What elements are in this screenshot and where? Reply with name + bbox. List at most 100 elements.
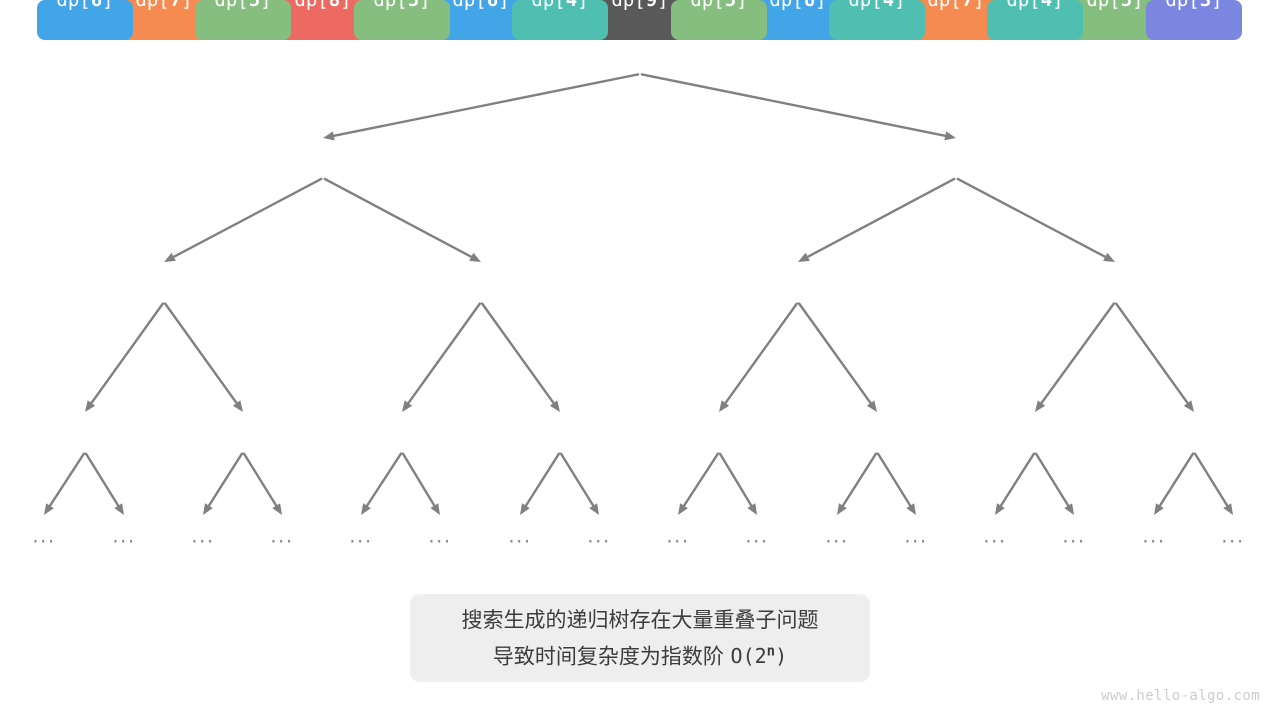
tree-node-box: [671, 0, 767, 40]
tree-node-label: dp[5]: [373, 0, 430, 11]
tree-edge: [163, 302, 243, 412]
tree-node-box: [829, 0, 925, 40]
tree-node-label: dp[7]: [135, 0, 192, 11]
tree-edge: [797, 302, 877, 412]
ellipsis-marker: ...: [825, 524, 849, 548]
tree-node[interactable]: dp[4]: [512, 0, 608, 40]
tree-node[interactable]: dp[4]: [829, 0, 925, 40]
tree-node-label: dp[3]: [1165, 0, 1222, 11]
tree-edge: [323, 73, 640, 141]
tree-node-label: dp[5]: [690, 0, 747, 11]
tree-node[interactable]: dp[6]: [37, 0, 133, 40]
tree-node-box: [908, 0, 1004, 40]
tree-edge: [1035, 302, 1116, 412]
leaf-edge: [995, 452, 1036, 515]
ellipsis-marker: ...: [666, 524, 690, 548]
tree-edge: [164, 177, 323, 262]
formula-base: O(2: [730, 644, 767, 669]
caption-line-2: 导致时间复杂度为指数阶 O(2n): [493, 636, 787, 673]
tree-node-label: dp[5]: [214, 0, 271, 11]
tree-node[interactable]: dp[6]: [750, 0, 846, 40]
node-layer: dp[9] dp[8] dp[7] dp[7] dp[6] dp[6] dp[5] dp[6]…: [37, 0, 1242, 40]
tree-node-box: [275, 0, 371, 40]
ellipsis-marker: ...: [508, 524, 532, 548]
leaf-edge: [84, 452, 124, 515]
tree-node[interactable]: dp[5]: [195, 0, 291, 40]
tree-node-label: dp[6]: [769, 0, 826, 11]
leaf-edge: [1193, 452, 1233, 515]
tree-node[interactable]: dp[5]: [671, 0, 767, 40]
leaf-edge: [44, 452, 86, 515]
ellipsis-marker: ...: [32, 524, 56, 548]
tree-node-box: [987, 0, 1083, 40]
tree-node-box: [37, 0, 133, 40]
tree-node[interactable]: dp[5]: [354, 0, 450, 40]
ellipsis-marker: ...: [191, 524, 215, 548]
leaf-edge: [559, 452, 599, 515]
ellipsis-marker: ...: [349, 524, 373, 548]
tree-node-label: dp[6]: [452, 0, 509, 11]
ellipsis-marker: ...: [1142, 524, 1166, 548]
tree-node-label: dp[4]: [1006, 0, 1063, 11]
tree-node[interactable]: dp[3]: [1146, 0, 1242, 40]
ellipsis-marker: ...: [904, 524, 928, 548]
tree-node[interactable]: dp[9]: [592, 0, 688, 40]
tree-edge: [402, 302, 482, 412]
caption-line-1: 搜索生成的递归树存在大量重叠子问题: [461, 607, 819, 632]
tree-node-box: [512, 0, 608, 40]
tree-node-label: dp[8]: [294, 0, 351, 11]
ellipsis-marker: ...: [983, 524, 1007, 548]
tree-edge: [956, 177, 1115, 262]
ellipsis-layer: ........................................…: [32, 524, 1245, 548]
tree-node[interactable]: dp[4]: [987, 0, 1083, 40]
tree-node-label: dp[5]: [1086, 0, 1143, 11]
tree-edge: [719, 302, 799, 412]
tree-edge: [323, 177, 481, 262]
ellipsis-marker: ...: [112, 524, 136, 548]
leaf-edge: [242, 452, 282, 515]
leaf-edge: [678, 452, 720, 515]
leaf-edge: [520, 452, 561, 515]
ellipsis-marker: ...: [428, 524, 452, 548]
tree-node-box: [1067, 0, 1163, 40]
formula-close: ): [775, 644, 788, 669]
tree-node-box: [592, 0, 688, 40]
complexity-formula: O(2n): [730, 643, 788, 669]
tree-node-label: dp[9]: [611, 0, 668, 11]
tree-node-box: [116, 0, 212, 40]
ellipsis-marker: ...: [587, 524, 611, 548]
tree-edge: [798, 177, 956, 262]
ellipsis-marker: ...: [270, 524, 294, 548]
leaf-edge: [361, 452, 403, 515]
tree-node-label: dp[4]: [531, 0, 588, 11]
tree-node-label: dp[6]: [56, 0, 113, 11]
tree-edge: [640, 73, 956, 141]
tree-node[interactable]: dp[8]: [275, 0, 371, 40]
tree-node-box: [1146, 0, 1242, 40]
caption-line-2-text: 导致时间复杂度为指数阶: [492, 644, 731, 669]
ellipsis-marker: ...: [1221, 524, 1245, 548]
caption-box: 搜索生成的递归树存在大量重叠子问题 导致时间复杂度为指数阶 O(2n): [410, 594, 870, 682]
ellipsis-marker: ...: [1062, 524, 1086, 548]
site-watermark: www.hello-algo.com: [1101, 688, 1260, 704]
tree-edge: [85, 302, 165, 412]
leaf-edge: [401, 452, 440, 515]
tree-node-box: [195, 0, 291, 40]
tree-edge: [1114, 302, 1194, 412]
tree-node[interactable]: dp[7]: [116, 0, 212, 40]
leaf-edge: [1034, 452, 1074, 515]
edge-layer: [44, 73, 1233, 515]
tree-node[interactable]: dp[7]: [908, 0, 1004, 40]
tree-node-box: [354, 0, 450, 40]
tree-node-label: dp[4]: [848, 0, 905, 11]
leaf-edge: [203, 452, 244, 515]
tree-node-box: [750, 0, 846, 40]
tree-edge: [480, 302, 560, 412]
leaf-edge: [837, 452, 878, 515]
tree-node[interactable]: dp[5]: [1067, 0, 1163, 40]
tree-node[interactable]: dp[6]: [433, 0, 529, 40]
leaf-edge: [718, 452, 757, 515]
formula-exponent: n: [766, 643, 776, 660]
